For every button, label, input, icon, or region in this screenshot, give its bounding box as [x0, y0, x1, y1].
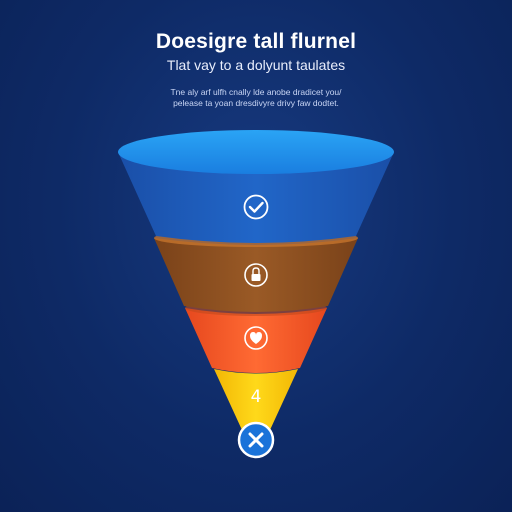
close-button[interactable]: [237, 421, 275, 459]
description-line-1: Tne aly arf ulfh cnally lde anobe dradic…: [170, 87, 342, 97]
page-subtitle: Tlat vay to a dolyunt taulates: [166, 57, 346, 73]
stage-4-label: 4: [251, 387, 262, 407]
page-title: Doesigre tall flurnel: [155, 30, 357, 53]
funnel-stage-1: [118, 130, 394, 243]
lock-icon: [244, 263, 268, 287]
heart-check-icon: [244, 326, 268, 350]
checkmark-icon: [243, 194, 269, 220]
page-description: Tne aly arf ulfh cnally lde anobe dradic…: [0, 87, 512, 109]
close-icon: [248, 432, 264, 448]
description-line-2: pelease ta yoan dresdivyre drivy faw dod…: [173, 98, 339, 108]
funnel-stage-4: 4: [214, 369, 298, 430]
